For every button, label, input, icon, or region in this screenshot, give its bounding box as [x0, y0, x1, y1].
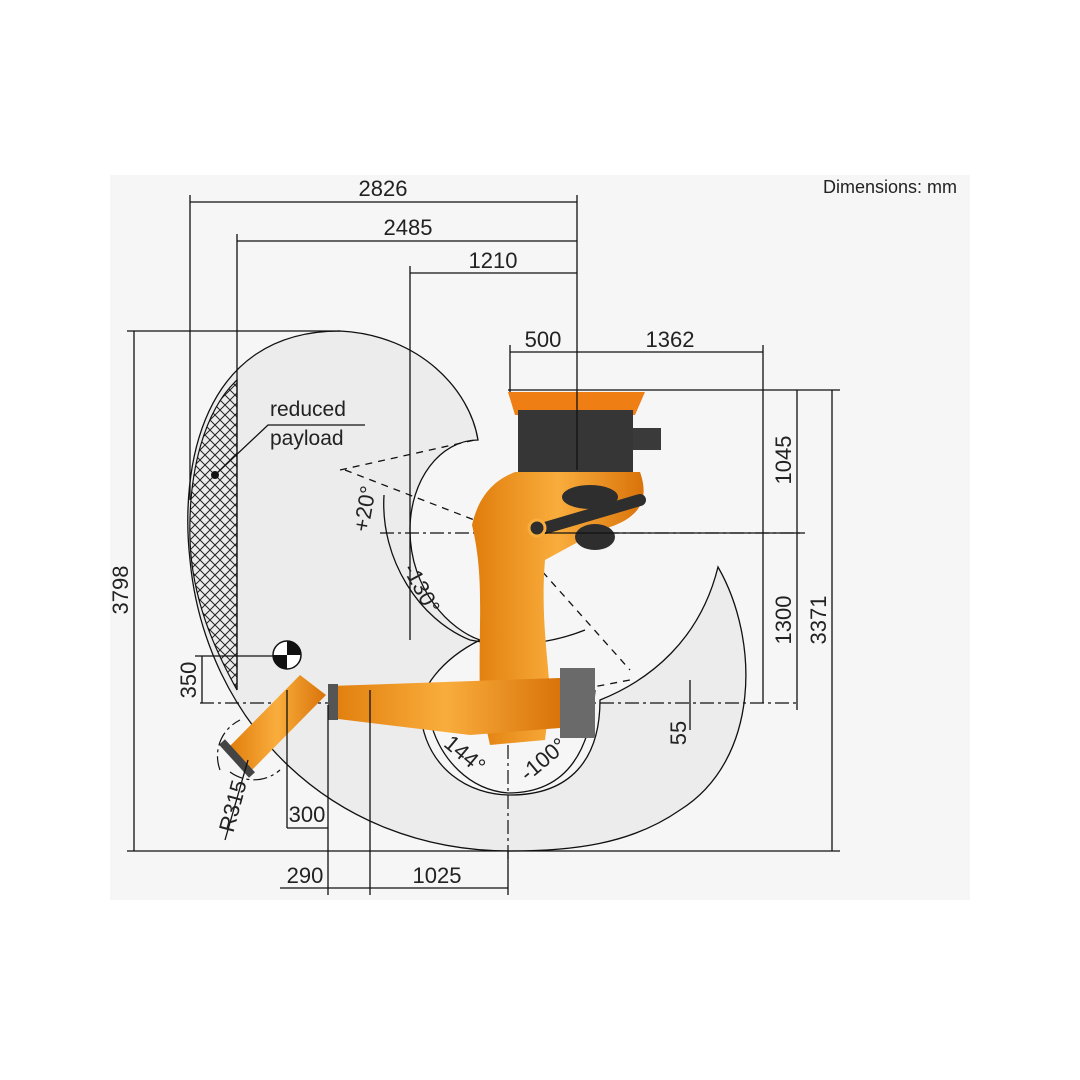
dim-1210: 1210	[469, 248, 518, 273]
dim-1300: 1300	[771, 596, 796, 645]
dimension-lines	[127, 195, 840, 895]
dim-1025: 1025	[413, 863, 462, 888]
wrist-radius-arc	[216, 719, 281, 781]
dim-2485: 2485	[384, 215, 433, 240]
dim-1362: 1362	[646, 327, 695, 352]
robot-illustration	[219, 392, 661, 778]
reduced-label: reduced	[270, 398, 346, 421]
tcp-target-fill	[273, 641, 301, 669]
dim-500: 500	[525, 327, 562, 352]
arc-minus130	[383, 494, 471, 641]
dim-55: 55	[666, 721, 691, 745]
dim-3371: 3371	[806, 596, 831, 645]
dim-1045: 1045	[771, 436, 796, 485]
dim-3798: 3798	[108, 566, 133, 615]
axis-limit-lines	[339, 439, 631, 704]
dim-290: 290	[287, 863, 324, 888]
units-note: Dimensions: mm	[823, 177, 957, 197]
dim-2826: 2826	[359, 176, 408, 201]
dim-350: 350	[176, 662, 201, 699]
arc-base	[429, 689, 596, 794]
payload-leader-line	[214, 424, 365, 476]
dim-300: 300	[289, 802, 326, 827]
payload-label: payload	[270, 427, 344, 450]
reduced-payload-zone	[189, 378, 238, 691]
